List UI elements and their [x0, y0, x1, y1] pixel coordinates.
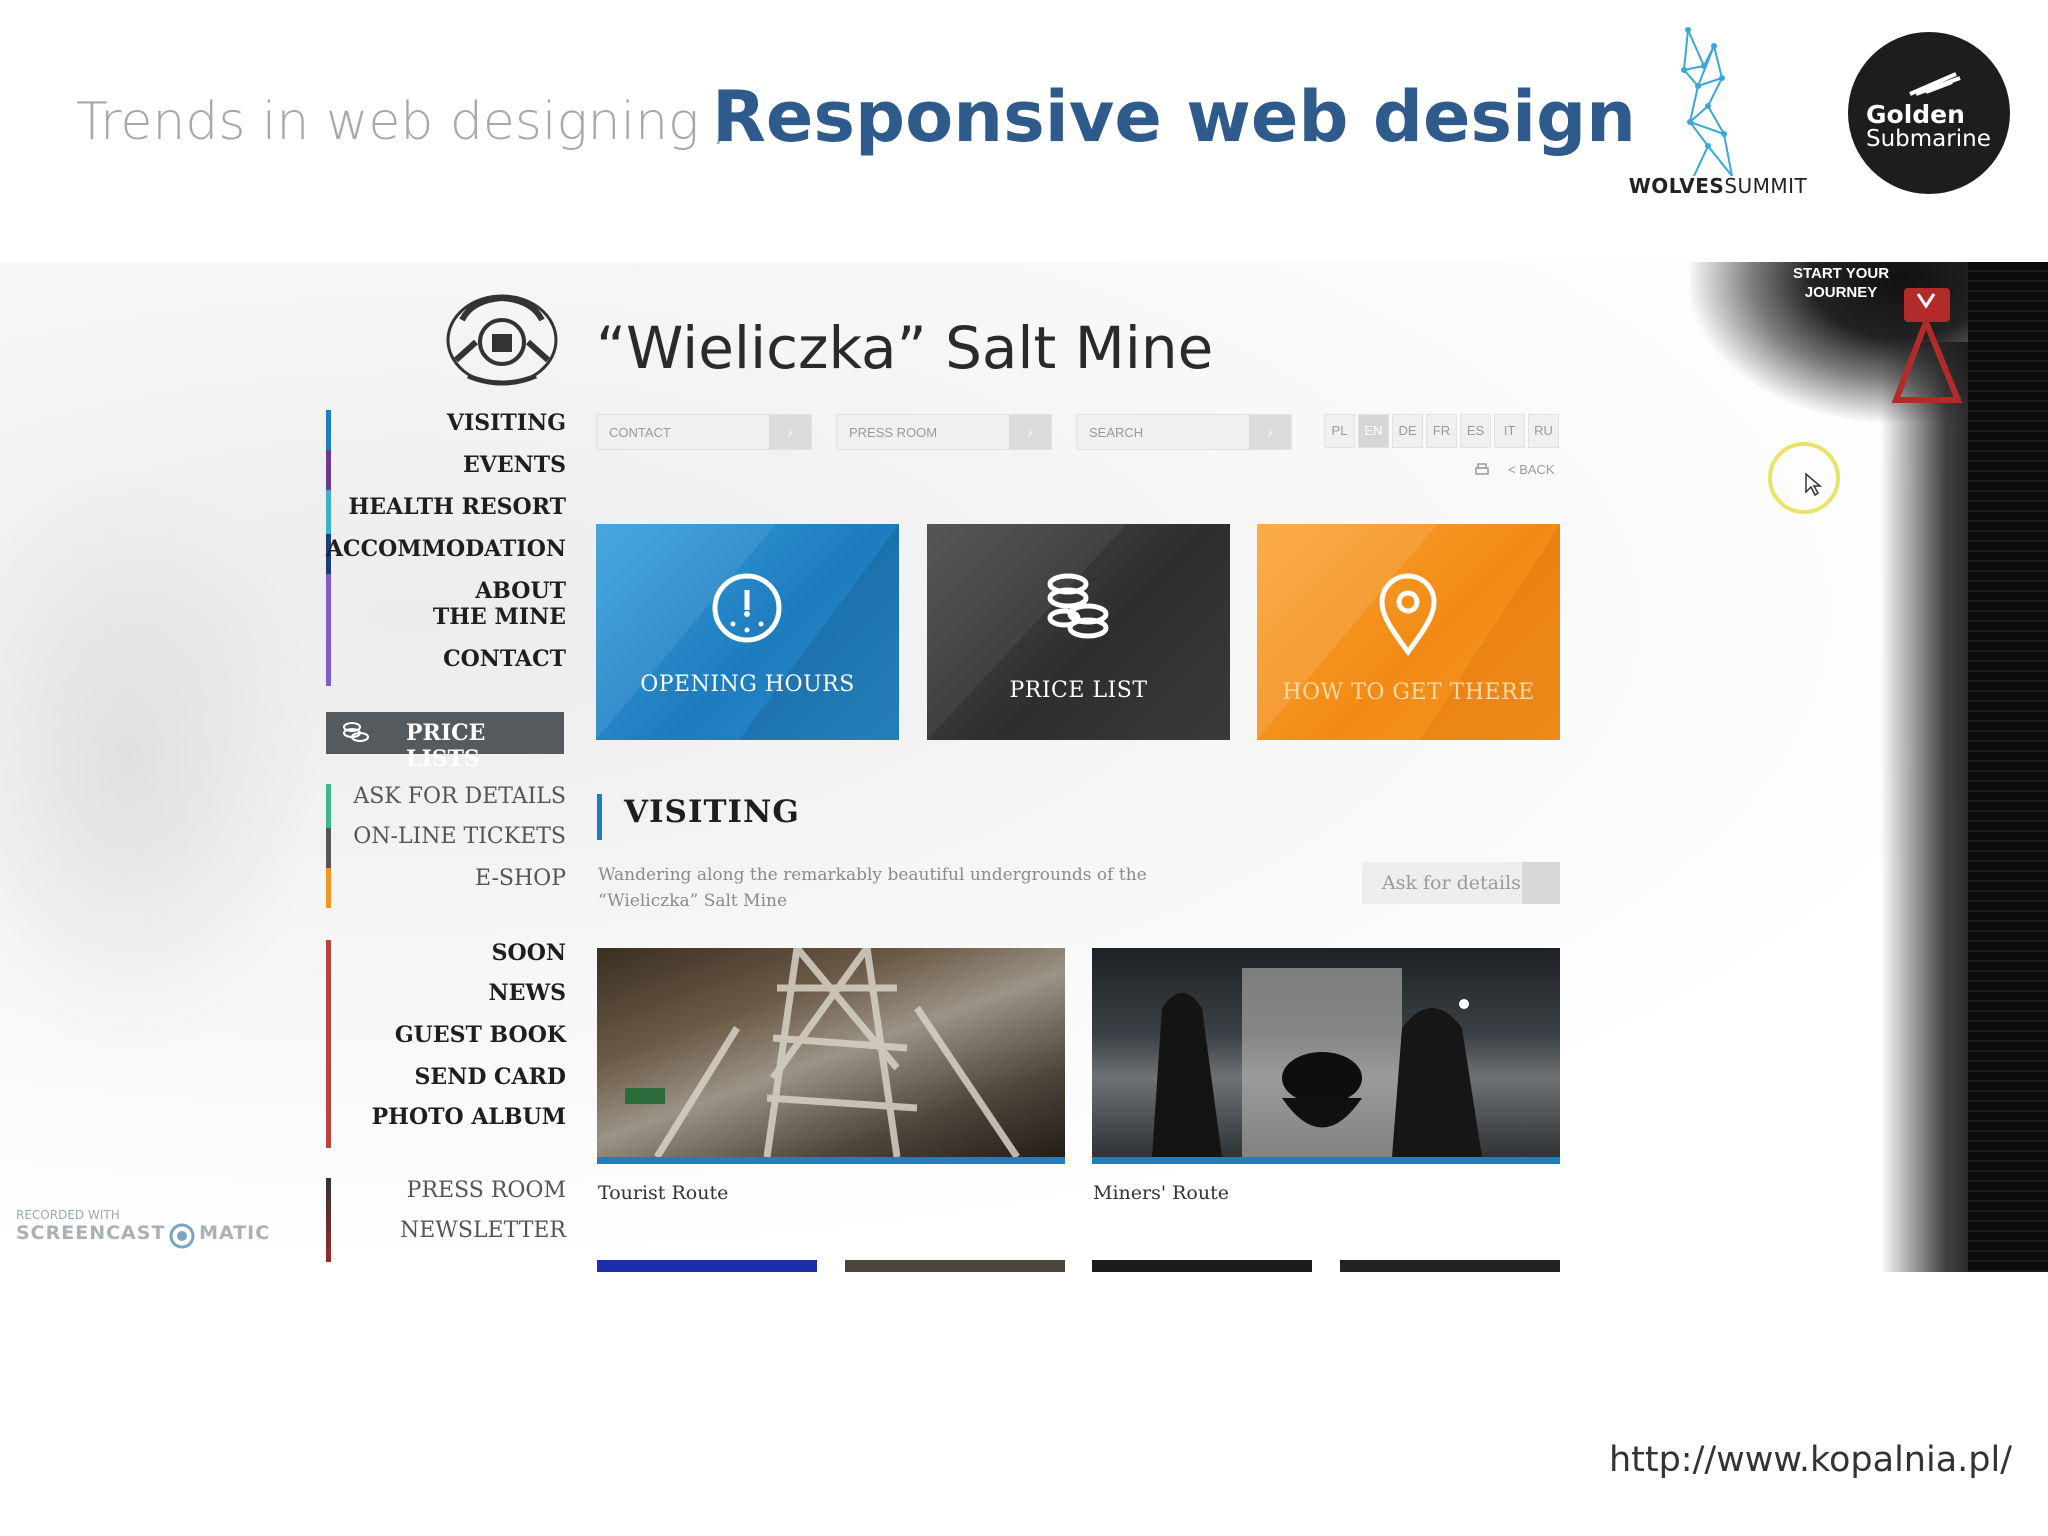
nav-news[interactable]: NEWS: [488, 980, 566, 1006]
golden-submarine-logo: Golden Submarine: [1848, 32, 2010, 194]
price-lists-label: PRICE LISTS: [406, 720, 486, 772]
nav-send-card[interactable]: SEND CARD: [414, 1064, 566, 1090]
thumbnail[interactable]: [1092, 1260, 1312, 1272]
breadcrumb: Trends in web designing /: [76, 92, 734, 152]
tile-label: OPENING HOURS: [640, 672, 855, 697]
nav-health-resort[interactable]: HEALTH RESORT: [348, 494, 567, 520]
record-icon: [169, 1223, 195, 1248]
nav-newsletter[interactable]: NEWSLETTER: [399, 1218, 566, 1243]
nav-e-shop[interactable]: E-SHOP: [475, 866, 566, 891]
video-edge-strip: [1968, 262, 2048, 1272]
mouse-cursor-icon: [1805, 472, 1822, 497]
nav-soon[interactable]: SOON: [491, 940, 566, 966]
press-room-field[interactable]: PRESS ROOM›: [836, 414, 1052, 450]
nav-ask-for-details[interactable]: ASK FOR DETAILS: [353, 784, 566, 809]
miners-route-photo[interactable]: [1092, 948, 1560, 1164]
section-description: Wandering along the remarkably beautiful…: [598, 865, 1147, 911]
tourist-route-caption[interactable]: Tourist Route: [598, 1182, 729, 1204]
lang-pl[interactable]: PL: [1324, 414, 1355, 448]
slide-title: Responsive web design: [712, 76, 1637, 158]
chevron-right-icon: ›: [1249, 415, 1291, 449]
lang-en[interactable]: EN: [1358, 414, 1389, 448]
chevron-right-icon: ›: [1009, 415, 1051, 449]
bottom-nav: PRESS ROOM NEWSLETTER: [326, 1178, 566, 1262]
thumbnail[interactable]: [597, 1260, 817, 1272]
nav-events[interactable]: EVENTS: [463, 452, 566, 478]
lang-de[interactable]: DE: [1392, 414, 1423, 448]
secondary-nav: ASK FOR DETAILS ON-LINE TICKETS E-SHOP: [326, 784, 566, 908]
tertiary-nav: SOON NEWS GUEST BOOK SEND CARD PHOTO ALB…: [326, 940, 566, 1148]
ask-for-details-button[interactable]: Ask for details: [1362, 862, 1560, 904]
opening-hours-tile[interactable]: OPENING HOURS: [596, 524, 899, 740]
miners-route-caption[interactable]: Miners' Route: [1093, 1182, 1229, 1204]
back-link[interactable]: < BACK: [1508, 462, 1555, 477]
site-title: “Wieliczka” Salt Mine: [596, 314, 1214, 382]
wolves-summit-logo: WOLVESSUMMIT: [1628, 26, 1808, 202]
wolves-summit-wordmark: WOLVESSUMMIT: [1628, 174, 1808, 198]
chevron-right-icon: ›: [769, 415, 811, 449]
submarine-icon: [1909, 72, 1961, 96]
section-accent: [597, 794, 602, 840]
start-journey-link[interactable]: START YOUR JOURNEY: [1792, 265, 1890, 301]
lang-es[interactable]: ES: [1460, 414, 1491, 448]
slide-header: Trends in web designing / Responsive web…: [0, 0, 2048, 240]
map-pin-icon: [1379, 573, 1437, 657]
price-lists-button[interactable]: PRICE LISTS: [326, 712, 564, 772]
price-list-tile[interactable]: PRICE LIST: [927, 524, 1230, 740]
tourist-route-photo[interactable]: [597, 948, 1065, 1164]
coins-icon: [343, 722, 369, 742]
wolf-icon: [1681, 27, 1733, 177]
nav-guest-book[interactable]: GUEST BOOK: [394, 1022, 566, 1048]
nav-accommodation[interactable]: ACCOMMODATION: [325, 536, 566, 562]
source-url[interactable]: http://www.kopalnia.pl/: [1608, 1440, 2012, 1480]
clock-icon: [712, 573, 782, 643]
nav-about[interactable]: ABOUT: [475, 578, 566, 604]
contact-field[interactable]: CONTACT›: [596, 414, 812, 450]
lang-it[interactable]: IT: [1494, 414, 1525, 448]
nav-online-tickets[interactable]: ON-LINE TICKETS: [353, 824, 566, 849]
lamp-pendant-icon[interactable]: [1888, 272, 1968, 422]
screencast-watermark: RECORDED WITH SCREENCAST MATIC: [16, 1208, 270, 1249]
tile-label: PRICE LIST: [1009, 678, 1148, 703]
salt-mine-crest-icon[interactable]: [442, 290, 562, 390]
chevron-right-icon: [1522, 862, 1560, 904]
mine-timber-structure-image: [625, 948, 1020, 1157]
thumbnail[interactable]: [1340, 1260, 1560, 1272]
nav-contact[interactable]: CONTACT: [443, 646, 566, 672]
coins-icon: [1047, 573, 1109, 639]
main-nav: VISITING EVENTS HEALTH RESORT ACCOMMODAT…: [326, 410, 566, 686]
smoke-decoration: [0, 462, 320, 1062]
nav-visiting[interactable]: VISITING: [446, 410, 566, 436]
print-icon[interactable]: [1474, 462, 1490, 478]
lang-ru[interactable]: RU: [1528, 414, 1559, 448]
how-to-get-there-tile[interactable]: HOW TO GET THERE: [1257, 524, 1560, 740]
search-input[interactable]: SEARCH›: [1076, 414, 1292, 450]
nav-photo-album[interactable]: PHOTO ALBUM: [371, 1104, 566, 1130]
lang-fr[interactable]: FR: [1426, 414, 1457, 448]
section-title: VISITING: [624, 794, 800, 830]
thumbnail[interactable]: [845, 1260, 1065, 1272]
website-video-frame: START YOUR JOURNEY “Wieliczka” Salt Mine…: [0, 262, 2048, 1272]
cursor-highlight: [1768, 442, 1840, 514]
nav-the-mine[interactable]: THE MINE: [432, 604, 566, 630]
nav-press-room[interactable]: PRESS ROOM: [406, 1178, 566, 1203]
tile-label: HOW TO GET THERE: [1282, 680, 1535, 705]
miners-scene-image: [1152, 968, 1482, 1157]
